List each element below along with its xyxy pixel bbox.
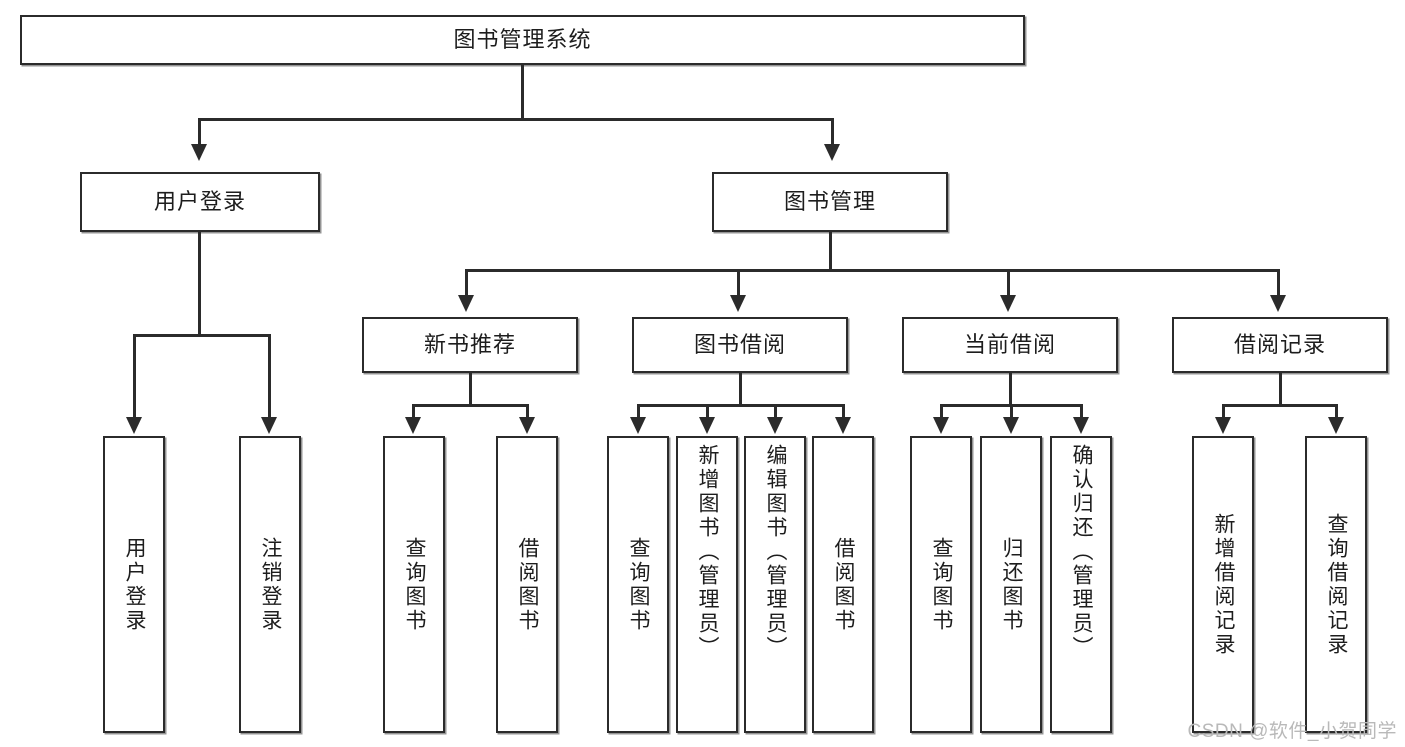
node-label: 注销登录	[259, 536, 283, 633]
arrowhead-current-borrow	[1000, 295, 1016, 312]
connector-currentborrow-trunk	[1009, 373, 1012, 407]
node-leaf-borrow-book-2[interactable]: 借阅图书	[812, 436, 874, 733]
node-label: 当前借阅	[963, 332, 1056, 358]
connector-currentborrow-child3	[1080, 404, 1083, 419]
node-label: 查询借阅记录	[1325, 512, 1349, 657]
arrowhead-new-book-rec	[458, 295, 474, 312]
node-label: 新增借阅记录	[1212, 512, 1236, 657]
arrowhead-leaf-add-record	[1215, 417, 1231, 434]
arrowhead-borrow-record	[1270, 295, 1286, 312]
connector-currentborrow-child2	[1010, 404, 1013, 419]
arrowhead-book-manage	[824, 144, 840, 161]
node-label: 查询图书	[930, 536, 954, 633]
connector-bookmanage-trunk	[829, 232, 832, 271]
connector-userlogin-trunk	[198, 232, 201, 337]
arrowhead-book-borrow	[730, 295, 746, 312]
connector-borrowrecord-child1	[1222, 404, 1225, 419]
node-label: 编辑图书（管理员）	[764, 444, 788, 660]
node-leaf-query-book-3[interactable]: 查询图书	[910, 436, 972, 733]
connector-newbook-child2	[526, 404, 529, 419]
node-leaf-borrow-book-1[interactable]: 借阅图书	[496, 436, 558, 733]
node-leaf-edit-book[interactable]: 编辑图书（管理员）	[744, 436, 806, 733]
node-label: 用户登录	[123, 536, 147, 633]
connector-to-borrow-record	[1277, 269, 1280, 297]
connector-borrowrecord-child2	[1335, 404, 1338, 419]
node-label: 借阅图书	[516, 536, 540, 633]
connector-level3-bar	[465, 269, 1280, 272]
arrowhead-leaf-logout	[261, 417, 277, 434]
connector-bookborrow-child4	[842, 404, 845, 419]
node-current-borrow[interactable]: 当前借阅	[902, 317, 1118, 373]
node-label: 新书推荐	[423, 332, 516, 358]
node-label: 图书管理系统	[453, 27, 592, 53]
connector-userlogin-bar	[133, 334, 271, 337]
node-label: 借阅记录	[1233, 332, 1326, 358]
connector-bookborrow-child2	[706, 404, 709, 419]
connector-borrowrecord-bar	[1222, 404, 1338, 407]
arrowhead-leaf-return-book	[1003, 417, 1019, 434]
node-label: 图书借阅	[693, 332, 786, 358]
node-label: 归还图书	[1000, 536, 1024, 633]
node-new-book-rec[interactable]: 新书推荐	[362, 317, 578, 373]
connector-to-book-manage	[831, 118, 834, 146]
node-book-manage[interactable]: 图书管理	[712, 172, 948, 232]
node-book-borrow[interactable]: 图书借阅	[632, 317, 848, 373]
connector-currentborrow-child1	[940, 404, 943, 419]
connector-userlogin-child2	[268, 334, 271, 419]
node-leaf-user-login[interactable]: 用户登录	[103, 436, 165, 733]
connector-borrowrecord-trunk	[1279, 373, 1282, 407]
node-leaf-query-record[interactable]: 查询借阅记录	[1305, 436, 1367, 733]
node-label: 查询图书	[627, 536, 651, 633]
arrowhead-leaf-query-record	[1328, 417, 1344, 434]
node-leaf-query-book-2[interactable]: 查询图书	[607, 436, 669, 733]
node-leaf-add-book[interactable]: 新增图书（管理员）	[676, 436, 738, 733]
connector-to-book-borrow	[737, 269, 740, 297]
connector-to-user-login	[198, 118, 201, 146]
node-label: 新增图书（管理员）	[696, 444, 720, 660]
connector-root-trunk	[521, 65, 524, 118]
connector-to-new-book-rec	[465, 269, 468, 297]
arrowhead-leaf-query-book-3	[933, 417, 949, 434]
connector-bookborrow-bar	[637, 404, 844, 407]
node-leaf-return-book[interactable]: 归还图书	[980, 436, 1042, 733]
connector-root-bar	[198, 118, 834, 121]
arrowhead-user-login	[191, 144, 207, 161]
connector-to-current-borrow	[1007, 269, 1010, 297]
arrowhead-leaf-confirm-return	[1073, 417, 1089, 434]
node-leaf-logout[interactable]: 注销登录	[239, 436, 301, 733]
arrowhead-leaf-borrow-book-2	[835, 417, 851, 434]
connector-userlogin-child1	[133, 334, 136, 419]
arrowhead-leaf-edit-book	[767, 417, 783, 434]
arrowhead-leaf-borrow-book-1	[519, 417, 535, 434]
node-label: 用户登录	[153, 189, 246, 215]
arrowhead-leaf-add-book	[699, 417, 715, 434]
node-borrow-record[interactable]: 借阅记录	[1172, 317, 1388, 373]
connector-bookborrow-child1	[637, 404, 640, 419]
arrowhead-leaf-query-book-1	[405, 417, 421, 434]
node-leaf-add-record[interactable]: 新增借阅记录	[1192, 436, 1254, 733]
node-leaf-query-book-1[interactable]: 查询图书	[383, 436, 445, 733]
arrowhead-leaf-user-login	[126, 417, 142, 434]
connector-bookborrow-child3	[774, 404, 777, 419]
node-root-system[interactable]: 图书管理系统	[20, 15, 1025, 65]
node-leaf-confirm-return[interactable]: 确认归还（管理员）	[1050, 436, 1112, 733]
arrowhead-leaf-query-book-2	[630, 417, 646, 434]
node-label: 借阅图书	[832, 536, 856, 633]
watermark-text: CSDN @软件_小贺同学	[1187, 721, 1397, 742]
node-label: 查询图书	[403, 536, 427, 633]
node-user-login[interactable]: 用户登录	[80, 172, 320, 232]
connector-newbook-trunk	[469, 373, 472, 407]
node-label: 图书管理	[783, 189, 876, 215]
connector-bookborrow-trunk	[739, 373, 742, 407]
connector-newbook-child1	[412, 404, 415, 419]
connector-newbook-bar	[412, 404, 529, 407]
node-label: 确认归还（管理员）	[1070, 444, 1094, 660]
